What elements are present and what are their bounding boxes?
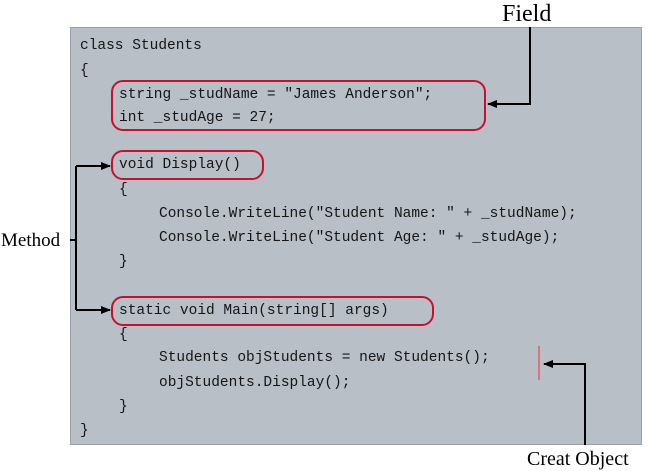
code-line-display-close-brace: } <box>119 254 128 270</box>
code-line-class-close-brace: } <box>80 423 89 439</box>
code-line-main-close-brace: } <box>119 399 128 415</box>
code-line-create-object: Students objStudents = new Students(); <box>159 350 490 366</box>
code-line-open-brace: { <box>80 63 89 79</box>
code-line-writeline-name: Console.WriteLine("Student Name: " + _st… <box>159 206 577 222</box>
code-line-class-declaration: class Students <box>80 38 202 54</box>
code-panel <box>70 27 642 445</box>
code-line-main-signature: static void Main(string[] args) <box>119 303 389 319</box>
display-method-highlight-box <box>111 150 264 180</box>
method-label: Method <box>1 230 61 251</box>
code-line-field-studname: string _studName = "James Anderson"; <box>119 87 433 103</box>
field-label: Field <box>502 1 552 27</box>
code-line-main-open-brace: { <box>119 327 128 343</box>
create-object-arrow <box>543 360 586 445</box>
code-line-display-open-brace: { <box>119 182 128 198</box>
code-line-writeline-age: Console.WriteLine("Student Age: " + _stu… <box>159 230 560 246</box>
code-line-field-studage: int _studAge = 27; <box>119 110 276 126</box>
main-method-highlight-box <box>111 296 434 326</box>
create-object-label: Creat Object <box>527 448 629 470</box>
field-arrow <box>487 27 531 108</box>
field-highlight-box <box>111 80 486 131</box>
code-line-call-display: objStudents.Display(); <box>159 375 351 391</box>
code-line-display-signature: void Display() <box>119 157 241 173</box>
